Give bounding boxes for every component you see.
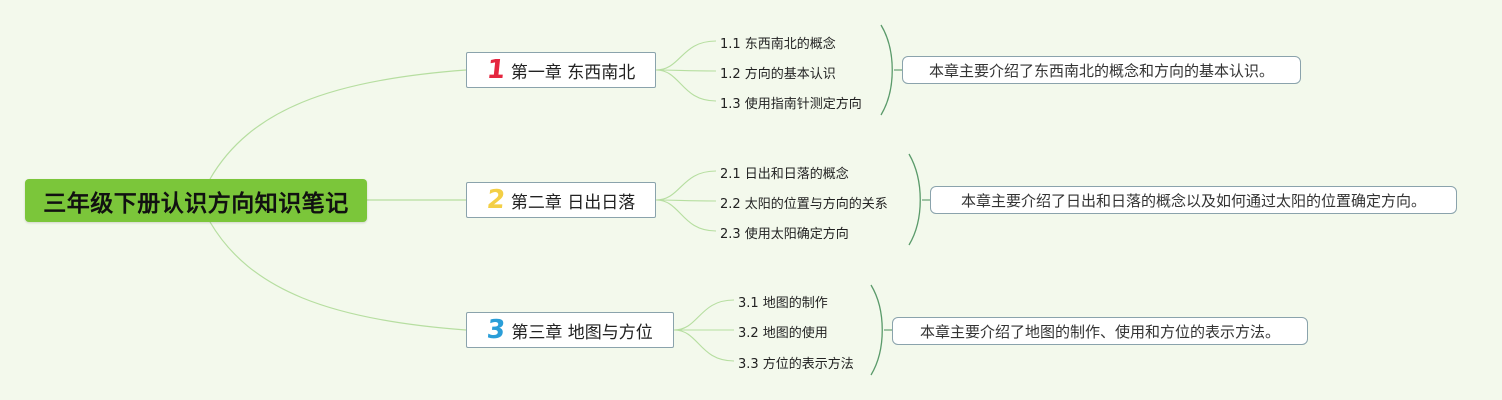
section-2-3[interactable]: 2.3 使用太阳确定方向 (720, 227, 849, 242)
section-1-1[interactable]: 1.1 东西南北的概念 (720, 37, 836, 52)
connector-chapter-2-section-2 (655, 199, 717, 202)
chapter-1-summary-text: 本章主要介绍了东西南北的概念和方向的基本认识。 (928, 61, 1274, 80)
chapter-2-title: 第二章 日出日落 (510, 192, 636, 213)
chapter-2-number-icon: 2 (485, 185, 507, 215)
section-1-2[interactable]: 1.2 方向的基本认识 (720, 67, 836, 82)
section-3-2[interactable]: 3.2 地图的使用 (738, 326, 828, 341)
connector-chapter-1-section-3 (655, 69, 717, 102)
connector-chapter-3-section-1 (673, 299, 735, 331)
root-topic[interactable]: 三年级下册认识方向知识笔记 (25, 179, 367, 222)
chapter-1-summary[interactable]: 本章主要介绍了东西南北的概念和方向的基本认识。 (902, 56, 1301, 84)
chapter-3-summary-text: 本章主要介绍了地图的制作、使用和方位的表示方法。 (919, 322, 1280, 341)
section-3-3[interactable]: 3.3 方位的表示方法 (738, 357, 854, 372)
connector-chapter-2-section-1 (655, 170, 717, 201)
chapter-1-number-icon: 1 (485, 55, 507, 85)
chapter-1-title: 第一章 东西南北 (510, 62, 636, 83)
summary-bracket-1 (880, 24, 893, 116)
connector-root-chapter-1 (209, 69, 467, 180)
chapter-3-number-icon: 3 (485, 315, 507, 345)
chapter-2-summary[interactable]: 本章主要介绍了日出和日落的概念以及如何通过太阳的位置确定方向。 (930, 186, 1457, 214)
root-topic-title: 三年级下册认识方向知识笔记 (43, 190, 349, 217)
chapter-2-node[interactable]: 2 第二章 日出日落 (466, 182, 656, 218)
connector-chapter-1-section-1 (655, 40, 717, 71)
chapter-3-node[interactable]: 3 第三章 地图与方位 (466, 312, 674, 348)
section-1-3[interactable]: 1.3 使用指南针测定方向 (720, 97, 862, 112)
chapter-2-summary-text: 本章主要介绍了日出和日落的概念以及如何通过太阳的位置确定方向。 (960, 191, 1426, 210)
chapter-1-node[interactable]: 1 第一章 东西南北 (466, 52, 656, 88)
connector-chapter-1-section-2 (655, 69, 717, 72)
section-2-2[interactable]: 2.2 太阳的位置与方向的关系 (720, 197, 888, 212)
connector-chapter-3-section-3 (673, 329, 735, 362)
chapter-3-summary[interactable]: 本章主要介绍了地图的制作、使用和方位的表示方法。 (892, 317, 1308, 345)
connector-chapter-2-section-3 (655, 199, 717, 232)
summary-bracket-3 (870, 284, 883, 376)
section-2-1[interactable]: 2.1 日出和日落的概念 (720, 167, 849, 182)
summary-bracket-2 (908, 153, 921, 246)
connector-root-chapter-3 (209, 221, 467, 331)
section-3-1[interactable]: 3.1 地图的制作 (738, 296, 828, 311)
chapter-3-title: 第三章 地图与方位 (511, 322, 653, 343)
